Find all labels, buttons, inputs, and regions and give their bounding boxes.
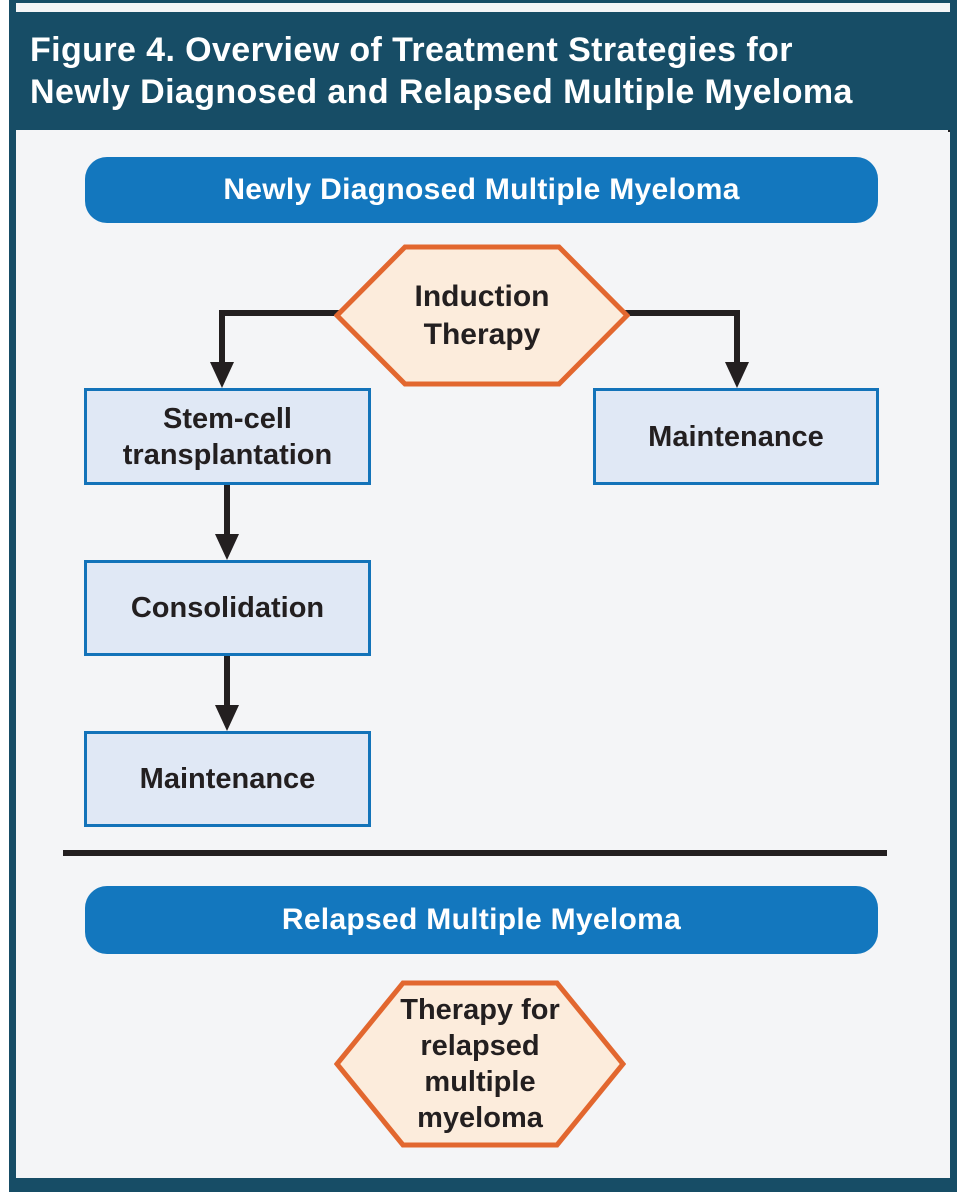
maintenance-left-label: Maintenance [139,763,316,795]
newly-diagnosed-section-label: Newly Diagnosed Multiple Myeloma [223,173,740,206]
hexagon-shape-icon [334,980,626,1148]
induction-therapy-node: Induction Therapy [334,244,630,387]
frame-border-right [950,0,957,1192]
stem-cell-transplantation-box: Stem-cell transplantation [84,388,371,485]
newly-diagnosed-section-header: Newly Diagnosed Multiple Myeloma [85,157,878,223]
consolidation-box: Consolidation [84,560,371,656]
arrowhead-to-stem-cell [210,362,234,388]
arrowhead-to-maintenance-right [725,362,749,388]
section-divider [63,850,887,856]
connector-consolidation-to-maintenance [224,656,230,707]
figure-title: Figure 4. Overview of Treatment Strategi… [30,31,853,111]
relapsed-therapy-node: Therapy for relapsed multiple myeloma [334,980,626,1148]
connector-induction-to-left-vertical [219,310,225,364]
relapsed-therapy-label: Therapy for relapsed multiple myeloma [400,994,560,1134]
induction-therapy-label: Induction Therapy [414,279,550,351]
connector-induction-to-right-horizontal [625,310,740,316]
arrowhead-to-maintenance-left [215,705,239,731]
connector-induction-to-left-horizontal [219,310,340,316]
maintenance-left-box: Maintenance [84,731,371,827]
frame-border-top [9,0,957,3]
maintenance-right-box: Maintenance [593,388,879,485]
connector-stem-cell-to-consolidation [224,485,230,536]
relapsed-section-header: Relapsed Multiple Myeloma [85,886,878,954]
consolidation-label: Consolidation [130,592,325,624]
arrowhead-to-consolidation [215,534,239,560]
maintenance-right-label: Maintenance [648,420,824,453]
connector-induction-to-right-vertical [734,310,740,364]
stem-cell-transplantation-label: Stem-cell transplantation [122,402,333,471]
frame-border-left [9,0,16,1192]
frame-border-bottom [9,1178,957,1192]
hexagon-shape-icon [334,244,630,387]
figure-title-bar: Figure 4. Overview of Treatment Strategi… [9,12,951,130]
relapsed-section-label: Relapsed Multiple Myeloma [281,903,682,936]
